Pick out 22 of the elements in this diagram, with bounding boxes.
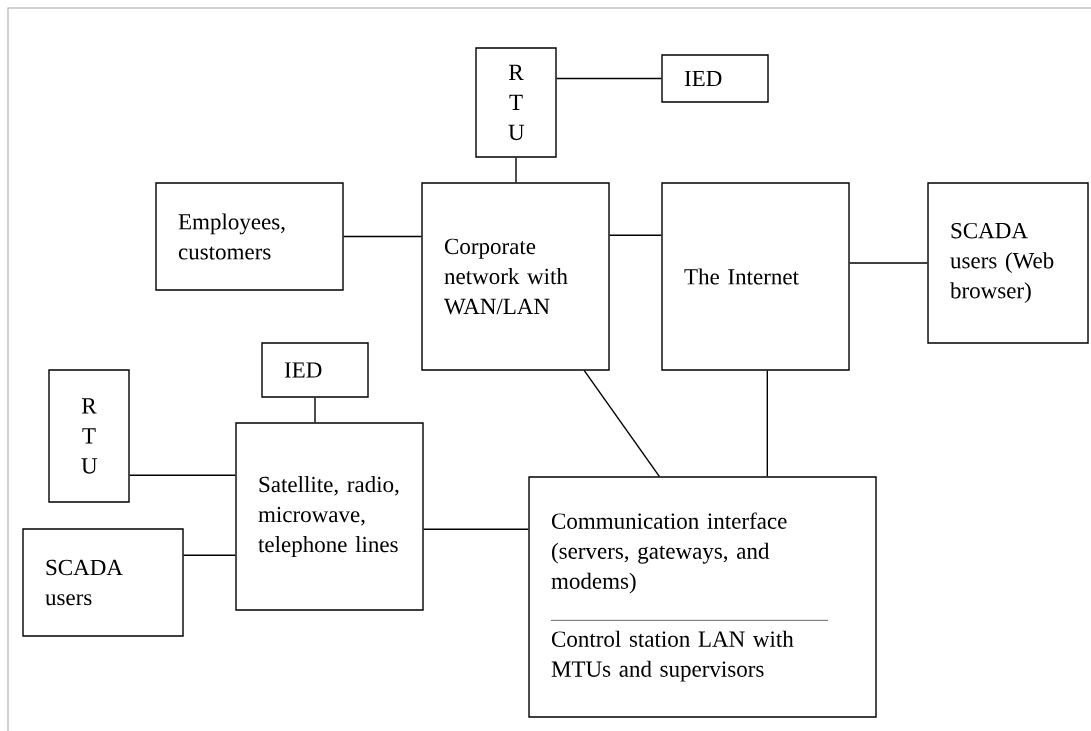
connector-line bbox=[609, 234, 662, 236]
connector-line bbox=[183, 554, 236, 556]
process-box: The Internet bbox=[661, 182, 850, 371]
process-box: Employees, customers bbox=[155, 182, 344, 291]
connector-line bbox=[343, 235, 422, 238]
connector-line bbox=[314, 397, 316, 423]
connector-line bbox=[766, 370, 768, 477]
process-box: Communication interface (servers, gateways, and modems) Control station LAN with MTUs and supervisors bbox=[528, 476, 877, 718]
process-box: R T U bbox=[475, 47, 557, 158]
connector-line bbox=[849, 262, 928, 264]
process-box: Corporate network with WAN/LAN bbox=[421, 182, 610, 371]
process-box: SCADA users (Web browser) bbox=[927, 182, 1089, 344]
connector-line bbox=[423, 528, 529, 530]
connector-line bbox=[583, 370, 660, 477]
process-box: Satellite, radio, microwave, telephone lines bbox=[235, 422, 424, 611]
process-box: R T U bbox=[48, 369, 130, 503]
connector-line bbox=[515, 157, 517, 183]
connector-line bbox=[129, 474, 236, 476]
connector-line bbox=[556, 77, 662, 80]
process-box: SCADA users bbox=[22, 528, 184, 637]
process-box: IED bbox=[661, 54, 769, 103]
process-box: IED bbox=[261, 342, 369, 398]
